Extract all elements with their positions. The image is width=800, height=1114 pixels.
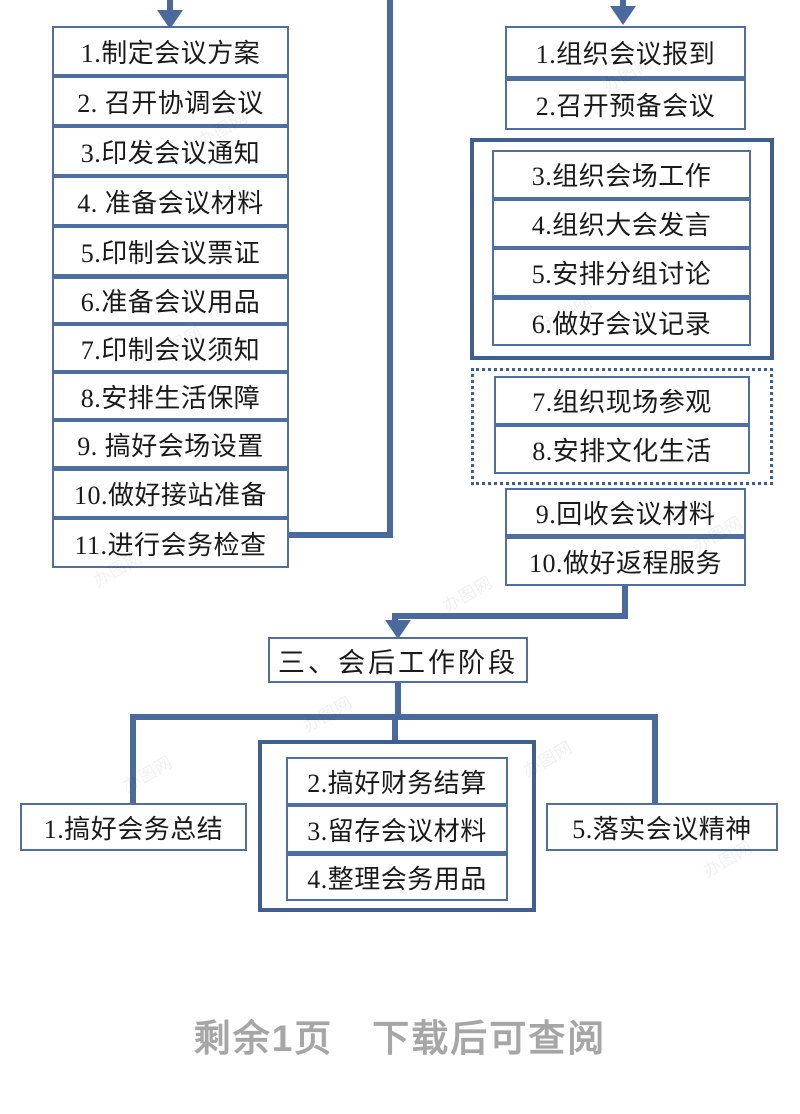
connector-bus-to-group xyxy=(392,714,398,742)
left-item-5[interactable]: 5.印制会议票证 xyxy=(52,226,289,276)
arrow-left-column-in xyxy=(157,10,183,29)
right-item-10[interactable]: 10.做好返程服务 xyxy=(505,536,746,586)
watermark-11: 办图网 xyxy=(297,688,356,737)
stage3-item-2-label: 2.搞好财务结算 xyxy=(307,768,487,798)
right-item-6[interactable]: 6.做好会议记录 xyxy=(492,297,751,346)
right-item-1-label: 1.组织会议报到 xyxy=(535,39,716,69)
left-item-1-label: 1.制定会议方案 xyxy=(80,38,261,68)
right-item-5-label: 5.安排分组讨论 xyxy=(531,260,712,289)
connector-bus-to-item5 xyxy=(652,714,658,811)
right-item-2[interactable]: 2.召开预备会议 xyxy=(505,78,746,130)
right-item-7[interactable]: 7.组织现场参观 xyxy=(494,376,750,425)
left-item-10-label: 10.做好接站准备 xyxy=(73,481,267,510)
stage3-title-box[interactable]: 三、会后工作阶段 xyxy=(268,637,528,683)
connector-stage3-out xyxy=(395,683,401,718)
left-item-3-label: 3.印发会议通知 xyxy=(80,138,261,168)
left-item-6[interactable]: 6.准备会议用品 xyxy=(52,276,289,324)
left-item-9[interactable]: 9. 搞好会场设置 xyxy=(52,420,289,468)
right-item-9-label: 9.回收会议材料 xyxy=(535,499,716,529)
connector-right-down xyxy=(622,585,628,617)
left-item-4[interactable]: 4. 准备会议材料 xyxy=(52,176,289,226)
connector-middle-to-left xyxy=(284,532,393,538)
left-item-11[interactable]: 11.进行会务检查 xyxy=(52,518,289,568)
watermark-6: 办图网 xyxy=(439,572,497,616)
stage3-item-3[interactable]: 3.留存会议材料 xyxy=(286,805,508,853)
right-item-4[interactable]: 4.组织大会发言 xyxy=(492,199,751,248)
arrow-right-column-in xyxy=(610,6,636,25)
group-frame-right-3-6 xyxy=(470,138,774,360)
right-item-5[interactable]: 5.安排分组讨论 xyxy=(492,248,751,297)
left-item-9-label: 9. 搞好会场设置 xyxy=(77,431,264,461)
right-item-3[interactable]: 3.组织会场工作 xyxy=(492,150,751,199)
right-item-8[interactable]: 8.安排文化生活 xyxy=(494,425,750,474)
stage3-item-5[interactable]: 5.落实会议精神 xyxy=(546,803,778,851)
left-item-1[interactable]: 1.制定会议方案 xyxy=(52,26,289,76)
right-item-7-label: 7.组织现场参观 xyxy=(532,388,712,417)
watermark-8: 办图网 xyxy=(119,752,177,796)
left-item-3[interactable]: 3.印发会议通知 xyxy=(52,126,289,176)
stage3-item-5-label: 5.落实会议精神 xyxy=(572,814,752,844)
left-item-2-label: 2. 召开协调会议 xyxy=(77,88,264,118)
left-item-10[interactable]: 10.做好接站准备 xyxy=(52,468,289,518)
right-item-9[interactable]: 9.回收会议材料 xyxy=(505,488,746,536)
connector-bus-to-item1 xyxy=(130,714,136,811)
left-item-11-label: 11.进行会务检查 xyxy=(74,530,267,560)
stage3-title-label: 三、会后工作阶段 xyxy=(278,647,518,678)
right-item-8-label: 8.安排文化生活 xyxy=(532,437,712,466)
right-item-10-label: 10.做好返程服务 xyxy=(528,549,722,578)
left-item-8[interactable]: 8.安排生活保障 xyxy=(52,372,289,420)
connector-left-top-stem xyxy=(167,0,173,12)
stage3-item-4[interactable]: 4.整理会务用品 xyxy=(286,853,508,901)
stage3-item-1[interactable]: 1.搞好会务总结 xyxy=(20,803,247,851)
right-item-2-label: 2.召开预备会议 xyxy=(535,92,716,121)
stage3-item-1-label: 1.搞好会务总结 xyxy=(43,814,224,844)
right-item-6-label: 6.做好会议记录 xyxy=(531,309,712,339)
left-item-7[interactable]: 7.印制会议须知 xyxy=(52,324,289,372)
connector-right-to-center xyxy=(392,613,628,619)
right-item-3-label: 3.组织会场工作 xyxy=(531,162,712,191)
left-item-6-label: 6.准备会议用品 xyxy=(80,288,261,317)
left-item-2[interactable]: 2. 召开协调会议 xyxy=(52,76,289,126)
arrow-stage3-in xyxy=(385,620,411,639)
footer-note: 剩余1页 下载后可查阅 xyxy=(193,1018,607,1059)
connector-middle-vertical xyxy=(387,0,393,538)
left-item-7-label: 7.印制会议须知 xyxy=(80,335,261,365)
left-item-4-label: 4. 准备会议材料 xyxy=(77,188,264,218)
group-frame-stage3-2-4 xyxy=(258,740,536,912)
left-item-5-label: 5.印制会议票证 xyxy=(80,238,261,268)
right-item-1[interactable]: 1.组织会议报到 xyxy=(505,26,746,78)
group-frame-right-7-8 xyxy=(471,368,773,485)
right-item-4-label: 4.组织大会发言 xyxy=(531,211,712,240)
connector-right-top-stem xyxy=(620,0,626,8)
stage3-item-4-label: 4.整理会务用品 xyxy=(307,865,487,894)
left-item-8-label: 8.安排生活保障 xyxy=(80,383,261,413)
stage3-item-3-label: 3.留存会议材料 xyxy=(307,816,487,846)
stage3-item-2[interactable]: 2.搞好财务结算 xyxy=(286,757,508,805)
